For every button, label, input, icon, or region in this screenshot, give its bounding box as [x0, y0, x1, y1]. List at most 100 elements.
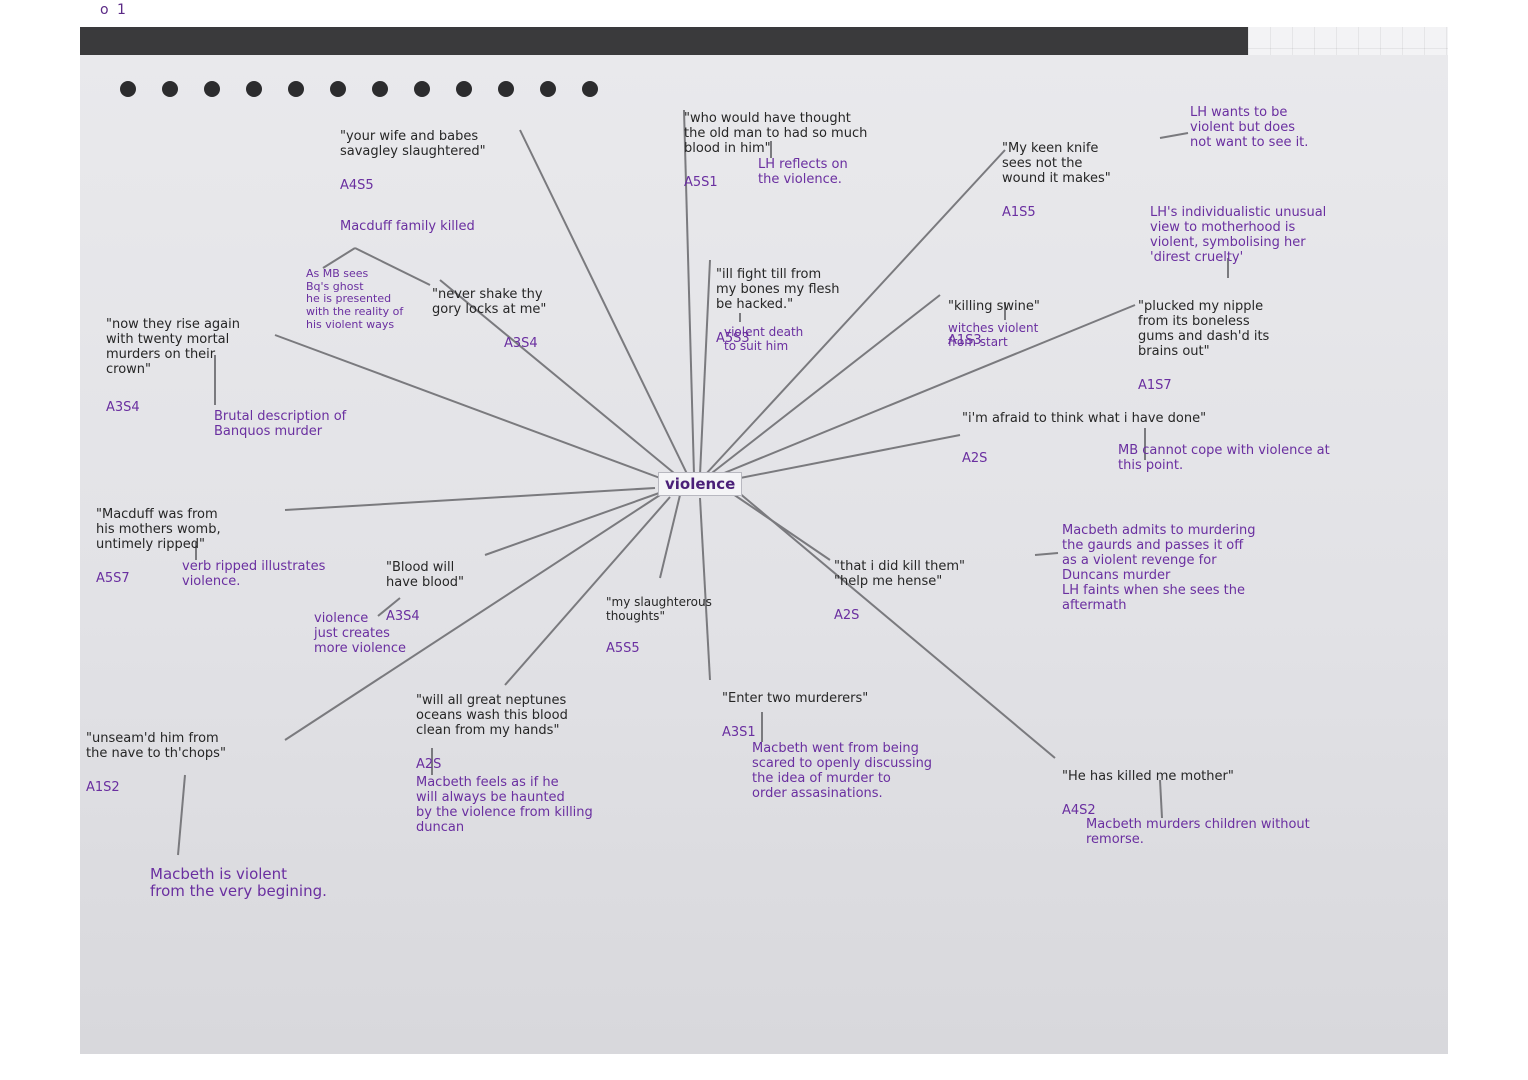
- binder-hole: [414, 81, 430, 97]
- binder-hole: [456, 81, 472, 97]
- node-macduff-womb: "Macduff was from his mothers womb, unti…: [96, 490, 221, 605]
- quote: "Macduff was from his mothers womb, unti…: [96, 507, 221, 553]
- annotation-did-kill: Macbeth admits to murdering the gaurds a…: [1062, 523, 1256, 613]
- annotation-hb-ghost: As MB sees Bq's ghost he is presented wi…: [306, 267, 404, 331]
- binder-hole: [246, 81, 262, 97]
- corner-mark: o 1: [100, 2, 128, 18]
- annotation: Macduff family killed: [340, 218, 475, 234]
- node-gory-locks: "never shake thy gory locks at me" A3S4: [432, 270, 546, 370]
- node-nipple: "plucked my nipple from its boneless gum…: [1138, 282, 1269, 412]
- center-topic: violence: [658, 472, 743, 496]
- annotation-fight: violent death to suit him: [724, 325, 804, 353]
- node-old-man: "who would have thought the old man to h…: [684, 94, 867, 209]
- quote: "ill fight till from my bones my flesh b…: [716, 267, 840, 313]
- act-scene-ref: A3S4: [386, 608, 420, 624]
- annotation-old-man: LH reflects on the violence.: [758, 157, 848, 187]
- spoke-keen-knife: [704, 149, 1006, 476]
- spoke-wife-babes: [519, 129, 691, 481]
- quote: "your wife and babes savagley slaughtere…: [340, 129, 486, 160]
- act-scene-ref: A4S2: [1062, 802, 1096, 818]
- node-slaughterous: "my slaughterous thoughts" A5S5: [606, 578, 712, 676]
- spoke-mother: [737, 491, 1056, 759]
- quote: "who would have thought the old man to h…: [684, 111, 868, 157]
- act-scene-ref: A3S4: [106, 399, 140, 415]
- spoke-murderers: [699, 497, 711, 681]
- photo-background: [80, 27, 1448, 1054]
- act-scene-ref: A1S7: [1138, 377, 1172, 393]
- node-afraid: "i'm afraid to think what i have done" A…: [962, 394, 1206, 485]
- quote: "my slaughterous thoughts": [606, 595, 712, 624]
- act-scene-ref: A5S1: [684, 174, 718, 190]
- annotation-keen-knife: LH wants to be violent but does not want…: [1190, 105, 1309, 150]
- node-did-kill: "that i did kill them" "help me hense" A…: [834, 542, 965, 642]
- act-scene-ref: A2S: [962, 450, 988, 466]
- spoke-fight: [699, 259, 711, 476]
- spoke-rise: [274, 334, 661, 479]
- quote: "never shake thy gory locks at me": [432, 287, 547, 318]
- annotation-neptune: Macbeth feels as if he will always be ha…: [416, 775, 593, 835]
- annotation-murderers: Macbeth went from being scared to openly…: [752, 741, 933, 801]
- act-scene-ref: A2S: [416, 756, 442, 772]
- act-scene-ref: A2S: [834, 607, 860, 623]
- quote: "unseam'd him from the nave to th'chops": [86, 731, 226, 762]
- binder-hole: [540, 81, 556, 97]
- quote: "He has killed me mother": [1062, 769, 1234, 785]
- quote: "now they rise again with twenty mortal …: [106, 317, 240, 378]
- quote: "Enter two murderers": [722, 691, 869, 707]
- node-swine: "killing swine" A1S3: [948, 282, 1040, 367]
- act-scene-ref: A4S5: [340, 177, 374, 193]
- act-scene-ref: A5S3: [716, 330, 750, 346]
- binder-hole: [162, 81, 178, 97]
- spoke-womb: [284, 487, 656, 511]
- act-scene-ref: A1S5: [1002, 204, 1036, 220]
- binder-hole: [582, 81, 598, 97]
- binder-hole: [372, 81, 388, 97]
- annotation-unseam: Macbeth is violent from the very beginin…: [150, 865, 327, 901]
- act-scene-ref: A1S2: [86, 779, 120, 795]
- quote: "will all great neptunes oceans wash thi…: [416, 693, 568, 739]
- annotation-afraid: MB cannot cope with violence at this poi…: [1118, 443, 1330, 473]
- node-fight: "ill fight till from my bones my flesh b…: [716, 250, 840, 365]
- act-scene-ref: A5S7: [96, 570, 130, 586]
- annotation-rise-again: Brutal description of Banquos murder: [214, 409, 347, 439]
- node-neptune: "will all great neptunes oceans wash thi…: [416, 676, 568, 791]
- binder-hole: [498, 81, 514, 97]
- spoke-unseam: [284, 494, 661, 741]
- spoke-gory: [439, 279, 681, 479]
- spoke-swine: [707, 294, 941, 477]
- node-keen-knife: "My keen knife sees not the wound it mak…: [1002, 124, 1111, 239]
- paper-sheet: [80, 55, 1448, 1054]
- annotation-blood-will: violence just creates more violence: [314, 611, 407, 656]
- binder-hole: [288, 81, 304, 97]
- node-unseam: "unseam'd him from the nave to th'chops"…: [86, 714, 226, 814]
- quote: "Blood will have blood": [386, 560, 465, 591]
- spoke-slaughter: [659, 494, 681, 579]
- act-scene-ref: A3S1: [722, 724, 756, 740]
- quote: "that i did kill them" "help me hense": [834, 559, 965, 590]
- binder-hole: [330, 81, 346, 97]
- act-scene-ref: A5S5: [606, 641, 640, 657]
- quote: "i'm afraid to think what i have done": [962, 411, 1207, 427]
- node-killed-mother: "He has killed me mother" A4S2: [1062, 752, 1234, 837]
- quote: "My keen knife sees not the wound it mak…: [1002, 141, 1111, 187]
- quote: "plucked my nipple from its boneless gum…: [1138, 299, 1270, 360]
- spoke-neptune: [504, 496, 671, 686]
- spoke-nipple: [711, 304, 1136, 479]
- binder-hole: [120, 81, 136, 97]
- spoke-afraid: [729, 434, 961, 481]
- spoke-old-man: [683, 109, 695, 476]
- node-blood-will: "Blood will have blood" A3S4: [386, 543, 464, 643]
- annotation-swine: witches violent from start: [948, 321, 1039, 349]
- spoke-blood: [484, 491, 663, 556]
- annotation-killed-mother: Macbeth murders children without remorse…: [1086, 817, 1310, 847]
- node-wife-babes: "your wife and babes savagley slaughtere…: [340, 112, 486, 253]
- act-scene-ref: A1S3: [948, 332, 982, 348]
- node-murderers: "Enter two murderers" A3S1: [722, 674, 868, 759]
- node-rise-again: "now they rise again with twenty mortal …: [106, 300, 240, 434]
- act-scene-ref: A3S4: [504, 335, 538, 351]
- annotation-motherhood: LH's individualistic unusual view to mot…: [1150, 205, 1327, 265]
- binder-hole: [204, 81, 220, 97]
- quote: "killing swine": [948, 299, 1040, 315]
- annotation-macduff-womb: verb ripped illustrates violence.: [182, 559, 326, 589]
